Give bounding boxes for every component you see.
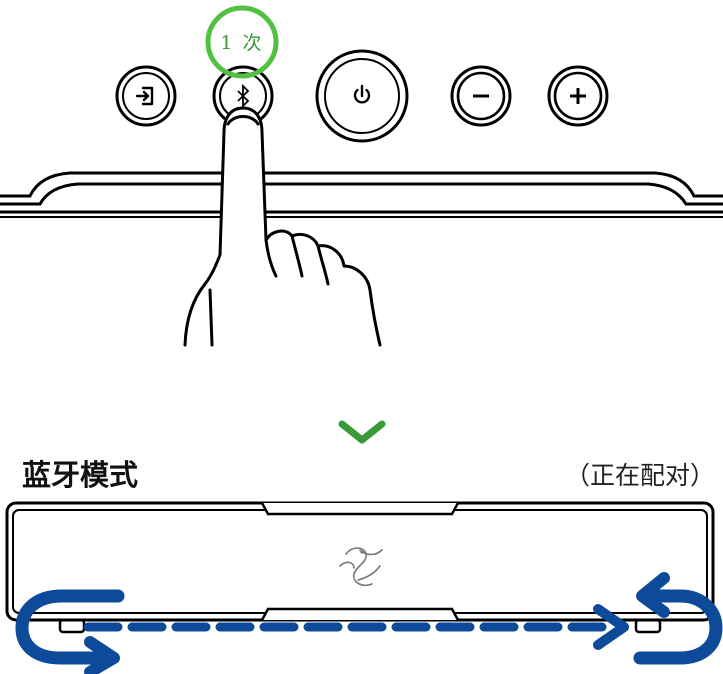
- power-icon: [353, 84, 371, 104]
- mode-title: 蓝牙模式: [22, 458, 139, 492]
- pointing-hand-icon: [183, 106, 382, 347]
- press-count-label: 1 次: [220, 32, 264, 54]
- razer-snake-logo: [339, 547, 383, 587]
- pairing-loop-indicator: [15, 572, 723, 674]
- pairing-status: （正在配对）: [564, 461, 715, 490]
- bluetooth-icon: [237, 83, 250, 109]
- plus-icon: [570, 88, 586, 104]
- chevron-down-icon: [338, 420, 386, 444]
- volume-down-button[interactable]: [450, 65, 512, 127]
- device-top-edge: [0, 171, 723, 218]
- input-source-icon: [135, 86, 154, 106]
- power-button[interactable]: [315, 49, 409, 143]
- soundbar: [5, 501, 715, 634]
- press-indicator-ring: [205, 5, 279, 79]
- input-source-button[interactable]: [115, 65, 177, 127]
- volume-up-button[interactable]: [547, 65, 609, 127]
